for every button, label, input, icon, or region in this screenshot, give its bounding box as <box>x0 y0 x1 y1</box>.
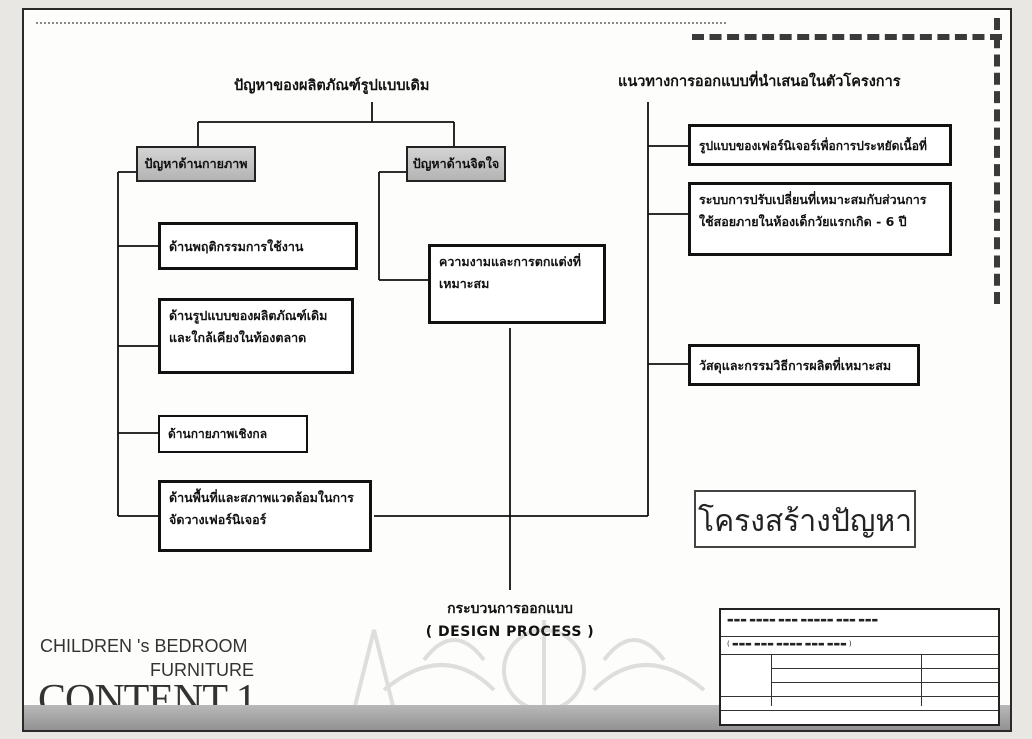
brand-line-2: FURNITURE <box>150 660 254 680</box>
right-item-adjustable-system: ระบบการปรับเปลี่ยนที่เหมาะสมกับส่วนการใช… <box>688 182 952 256</box>
left-heading: ปัญหาของผลิตภัณฑ์รูปแบบเดิม <box>234 78 430 94</box>
title-block: ▬▬▬ ▬▬▬▬ ▬▬▬ ▬▬▬▬▬ ▬▬▬ ▬▬▬ ( ▬▬▬ ▬▬▬ ▬▬▬… <box>719 608 1000 726</box>
left-item-space-environment: ด้านพื้นที่และสภาพแวดล้อมในการจัดวางเฟอร… <box>158 480 372 552</box>
right-item-space-saving: รูปแบบของเฟอร์นิเจอร์เพื่อการประหยัดเนื้… <box>688 124 952 166</box>
dashed-border-right <box>994 18 1000 304</box>
scan-noise-line <box>36 22 726 26</box>
left-item-existing-products: ด้านรูปแบบของผลิตภัณฑ์เดิมและใกล้เคียงใน… <box>158 298 354 374</box>
left-item-mechanical: ด้านกายภาพเชิงกล <box>158 415 308 453</box>
process-thai-label: กระบวนการออกแบบ <box>447 601 573 617</box>
right-heading: แนวทางการออกแบบที่นำเสนอในตัวโครงการ <box>618 74 901 90</box>
mental-problem-header: ปัญหาด้านจิตใจ <box>406 146 506 182</box>
process-english-label: ( DESIGN PROCESS ) <box>425 624 595 640</box>
right-item-materials: วัสดุและกรรมวิธีการผลิตที่เหมาะสม <box>688 344 920 386</box>
dashed-border-top <box>692 34 1002 40</box>
left-item-usage-behavior: ด้านพฤติกรรมการใช้งาน <box>158 222 358 270</box>
connector-lines <box>117 102 688 590</box>
physical-problem-header: ปัญหาด้านกายภาพ <box>136 146 256 182</box>
brand-line-1: CHILDREN 's BEDROOM <box>40 636 248 656</box>
drawing-sheet: ปัญหาของผลิตภัณฑ์รูปแบบเดิม แนวทางการออก… <box>22 8 1012 732</box>
mental-item-aesthetics: ความงามและการตกแต่งที่เหมาะสม <box>428 244 606 324</box>
structure-label: โครงสร้างปัญหา <box>694 490 916 548</box>
